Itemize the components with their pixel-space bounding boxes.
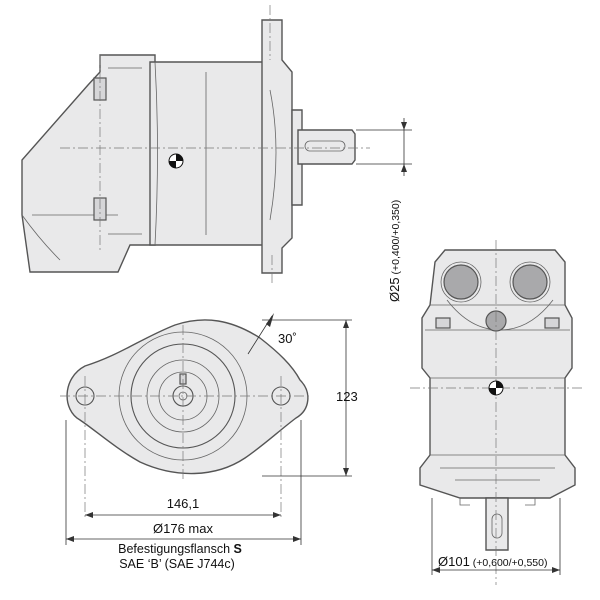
flange-title-bold: S bbox=[234, 542, 242, 556]
end-view bbox=[410, 240, 585, 585]
shaft-diameter-tolerance: (+0,400/+0,350) bbox=[390, 200, 402, 278]
end-view-shaft bbox=[485, 497, 509, 551]
front-view-bolt-hole-left bbox=[75, 386, 95, 406]
side-view-center-mark bbox=[168, 153, 184, 169]
height-dimension-label: 123 bbox=[336, 389, 358, 404]
side-view-shaft bbox=[297, 129, 356, 165]
bolt-spacing-label: 146,1 bbox=[167, 496, 200, 511]
pilot-diameter-label: Ø101 (+0,600/+0,550) bbox=[438, 554, 547, 569]
end-view-bolt-left bbox=[435, 317, 451, 329]
side-view-flange bbox=[261, 19, 293, 274]
flange-diameter-label: Ø176 max bbox=[153, 521, 213, 536]
end-view-body bbox=[419, 249, 576, 499]
angle-label: 30˚ bbox=[278, 331, 297, 346]
flange-title-prefix: Befestigungsflansch bbox=[118, 542, 233, 556]
side-view-rear-housing bbox=[21, 54, 156, 273]
end-view-port-left bbox=[443, 264, 479, 300]
pilot-diameter-main: Ø101 bbox=[438, 554, 470, 569]
shaft-diameter-label: Ø25 (+0,400/+0,350) bbox=[387, 200, 402, 302]
end-view-center-mark bbox=[488, 380, 504, 396]
flange-title: Befestigungsflansch S bbox=[118, 542, 242, 556]
shaft-diameter-main: Ø25 bbox=[387, 277, 402, 302]
side-view bbox=[21, 5, 412, 285]
front-view-flange-outline bbox=[66, 319, 309, 475]
flange-standard-label: SAE ‘B’ (SAE J744c) bbox=[119, 557, 235, 571]
end-view-bolt-right bbox=[544, 317, 560, 329]
end-view-port-right bbox=[512, 264, 548, 300]
side-view-shaft-key bbox=[304, 140, 346, 152]
side-view-main-body bbox=[149, 61, 276, 246]
front-view bbox=[60, 313, 352, 545]
side-view-body-details bbox=[21, 61, 277, 261]
pilot-diameter-tolerance: (+0,600/+0,550) bbox=[470, 557, 548, 569]
